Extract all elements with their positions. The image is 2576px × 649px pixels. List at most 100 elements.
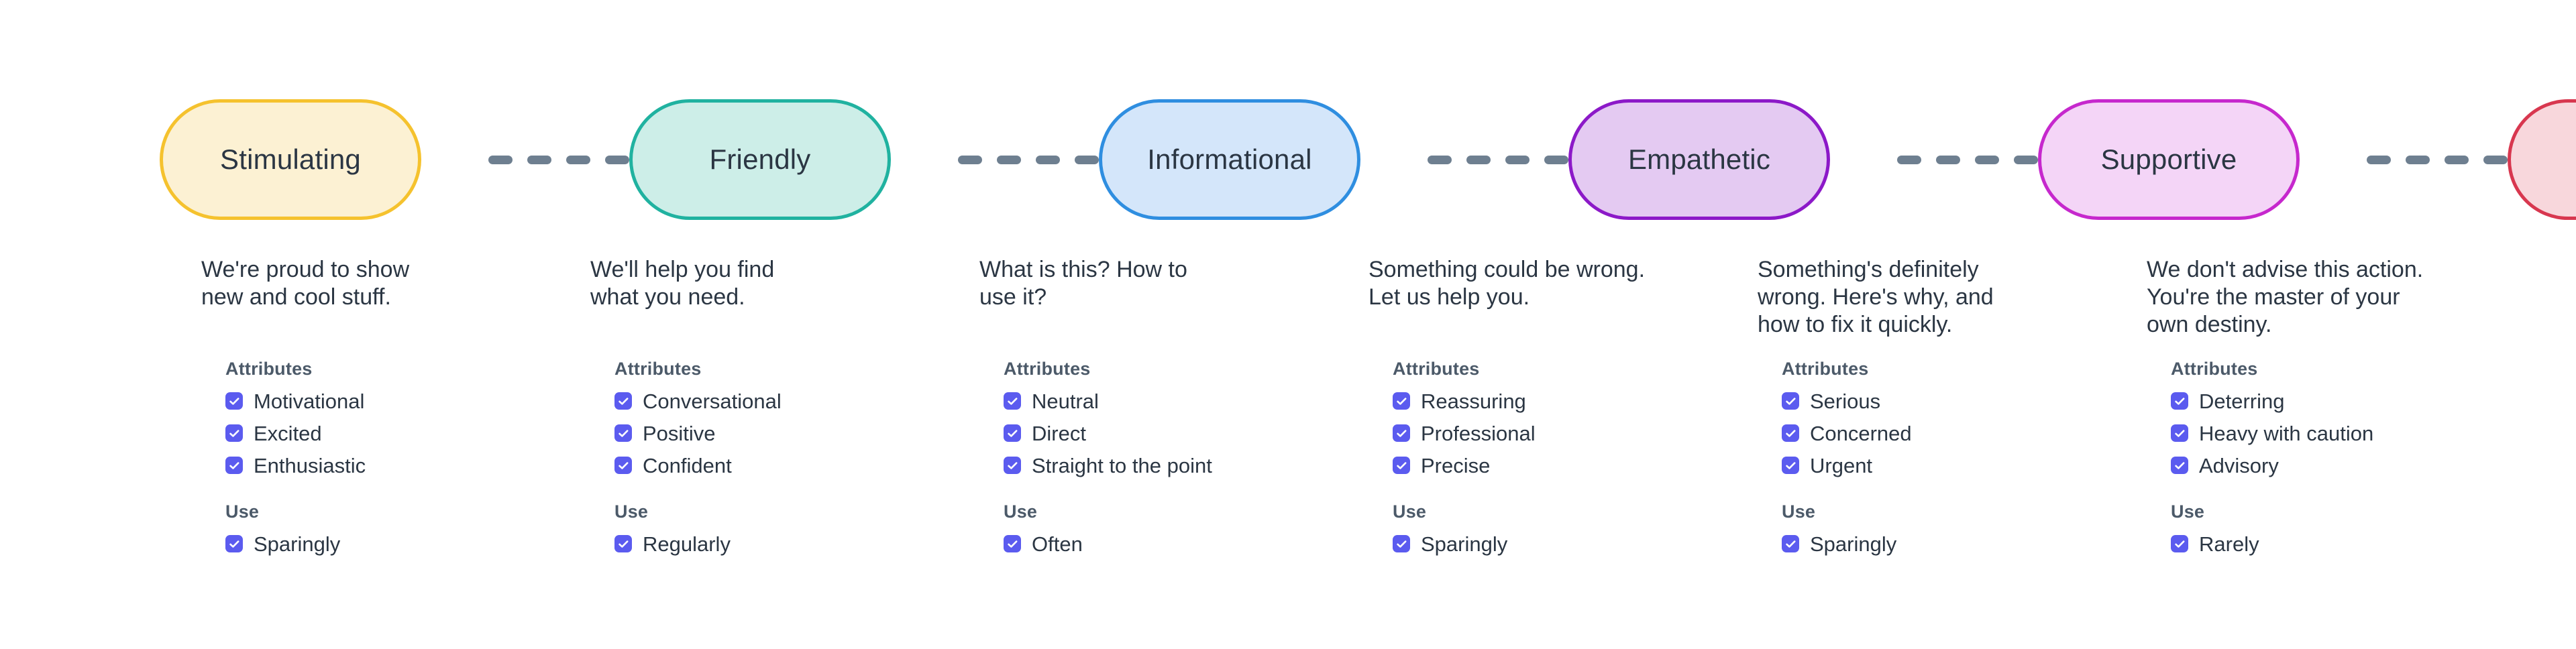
checkbox-checked-icon[interactable] bbox=[2171, 424, 2188, 442]
checkbox-checked-icon[interactable] bbox=[225, 424, 243, 442]
checkbox-checked-icon[interactable] bbox=[614, 457, 632, 474]
attribute-item[interactable]: Professional bbox=[1393, 417, 1716, 449]
tone-description-cell-supportive: Something's definitely wrong. Here's why… bbox=[1716, 256, 2105, 339]
use-item[interactable]: Rarely bbox=[2171, 528, 2494, 560]
attribute-item[interactable]: Motivational bbox=[225, 385, 549, 417]
attribute-item[interactable]: Excited bbox=[225, 417, 549, 449]
use-list: Rarely bbox=[2171, 528, 2494, 560]
checkbox-checked-icon[interactable] bbox=[2171, 457, 2188, 474]
checkbox-checked-icon[interactable] bbox=[1393, 424, 1410, 442]
checkbox-checked-icon[interactable] bbox=[1393, 457, 1410, 474]
check-item-label: Rarely bbox=[2199, 532, 2259, 556]
attribute-item[interactable]: Urgent bbox=[1782, 449, 2105, 481]
use-heading: Use bbox=[614, 501, 649, 522]
check-item-label: Straight to the point bbox=[1032, 453, 1212, 477]
attribute-item[interactable]: Concerned bbox=[1782, 417, 2105, 449]
dash-segment bbox=[527, 155, 551, 164]
checkbox-checked-icon[interactable] bbox=[225, 457, 243, 474]
dash-segment bbox=[1544, 155, 1568, 164]
attribute-item[interactable]: Confident bbox=[614, 449, 938, 481]
checkbox-checked-icon[interactable] bbox=[614, 424, 632, 442]
attribute-item[interactable]: Positive bbox=[614, 417, 938, 449]
checkbox-checked-icon[interactable] bbox=[1393, 535, 1410, 552]
tone-pill-cell-empathetic: Empathetic bbox=[1568, 99, 1897, 220]
tone-pill-informational[interactable]: Informational bbox=[1099, 99, 1360, 220]
attribute-item[interactable]: Heavy with caution bbox=[2171, 417, 2494, 449]
checkbox-checked-icon[interactable] bbox=[1782, 535, 1799, 552]
attributes-heading: Attributes bbox=[225, 359, 313, 379]
check-item-label: Sparingly bbox=[1810, 532, 1897, 556]
checkbox-checked-icon[interactable] bbox=[1782, 457, 1799, 474]
tone-pill-friendly[interactable]: Friendly bbox=[629, 99, 891, 220]
tone-pill-stern[interactable]: Stern bbox=[2508, 99, 2576, 220]
dash-segment bbox=[605, 155, 629, 164]
attribute-item[interactable]: Precise bbox=[1393, 449, 1716, 481]
checkbox-checked-icon[interactable] bbox=[1393, 392, 1410, 410]
dash-segment bbox=[566, 155, 590, 164]
tone-description-cell-friendly: We'll help you find what you need. bbox=[549, 256, 938, 339]
use-list: Often bbox=[1004, 528, 1327, 560]
checkbox-checked-icon[interactable] bbox=[225, 392, 243, 410]
use-item[interactable]: Sparingly bbox=[1393, 528, 1716, 560]
tone-pill-cell-supportive: Supportive bbox=[2038, 99, 2367, 220]
attribute-item[interactable]: Neutral bbox=[1004, 385, 1327, 417]
checkbox-checked-icon[interactable] bbox=[2171, 535, 2188, 552]
use-item[interactable]: Often bbox=[1004, 528, 1327, 560]
dashed-line-icon bbox=[488, 155, 629, 164]
checkbox-checked-icon[interactable] bbox=[1004, 457, 1021, 474]
check-item-label: Motivational bbox=[254, 389, 365, 413]
attribute-item[interactable]: Straight to the point bbox=[1004, 449, 1327, 481]
use-item[interactable]: Sparingly bbox=[1782, 528, 2105, 560]
check-item-label: Regularly bbox=[643, 532, 731, 556]
checkbox-checked-icon[interactable] bbox=[225, 535, 243, 552]
checkbox-checked-icon[interactable] bbox=[1004, 535, 1021, 552]
tone-pill-supportive[interactable]: Supportive bbox=[2038, 99, 2300, 220]
attribute-item[interactable]: Serious bbox=[1782, 385, 2105, 417]
tone-description-text: We're proud to show new and cool stuff. bbox=[201, 257, 410, 310]
use-list: Sparingly bbox=[1782, 528, 2105, 560]
checkbox-checked-icon[interactable] bbox=[1782, 424, 1799, 442]
check-item-label: Heavy with caution bbox=[2199, 421, 2374, 445]
checkbox-checked-icon[interactable] bbox=[1004, 392, 1021, 410]
attribute-item[interactable]: Direct bbox=[1004, 417, 1327, 449]
tone-description-text: Something's definitely wrong. Here's why… bbox=[1758, 257, 1994, 337]
dash-segment bbox=[488, 155, 513, 164]
checkbox-checked-icon[interactable] bbox=[614, 392, 632, 410]
checkbox-checked-icon[interactable] bbox=[1004, 424, 1021, 442]
dash-segment bbox=[2406, 155, 2430, 164]
use-heading: Use bbox=[2171, 501, 2205, 522]
attribute-item[interactable]: Advisory bbox=[2171, 449, 2494, 481]
use-item[interactable]: Regularly bbox=[614, 528, 938, 560]
check-item-label: Positive bbox=[643, 421, 716, 445]
use-item[interactable]: Sparingly bbox=[225, 528, 549, 560]
checkbox-checked-icon[interactable] bbox=[2171, 392, 2188, 410]
attribute-item[interactable]: Deterring bbox=[2171, 385, 2494, 417]
dash-segment bbox=[2014, 155, 2038, 164]
check-item-label: Sparingly bbox=[1421, 532, 1508, 556]
checkbox-checked-icon[interactable] bbox=[614, 535, 632, 552]
tone-description-cell-informational: What is this? How to use it? bbox=[938, 256, 1327, 339]
check-item-label: Advisory bbox=[2199, 453, 2279, 477]
attribute-item[interactable]: Enthusiastic bbox=[225, 449, 549, 481]
use-heading: Use bbox=[1004, 501, 1038, 522]
check-item-label: Neutral bbox=[1032, 389, 1099, 413]
attribute-item[interactable]: Reassuring bbox=[1393, 385, 1716, 417]
dashed-line-icon bbox=[2367, 155, 2508, 164]
check-item-label: Concerned bbox=[1810, 421, 1912, 445]
attributes-heading: Attributes bbox=[1004, 359, 1091, 379]
tone-pill-stimulating[interactable]: Stimulating bbox=[160, 99, 421, 220]
tone-pill-empathetic[interactable]: Empathetic bbox=[1568, 99, 1830, 220]
checkbox-checked-icon[interactable] bbox=[1782, 392, 1799, 410]
check-item-label: Sparingly bbox=[254, 532, 341, 556]
use-list: Sparingly bbox=[1393, 528, 1716, 560]
attribute-item[interactable]: Conversational bbox=[614, 385, 938, 417]
